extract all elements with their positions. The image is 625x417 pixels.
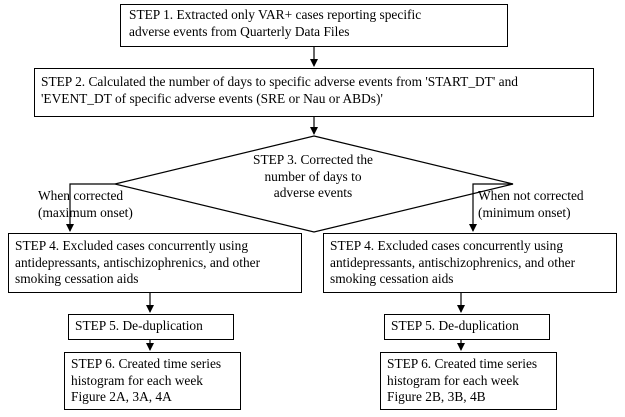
step3-line-2: number of days to — [264, 168, 362, 184]
step4-right-line-3: smoking cessation aids — [330, 271, 454, 286]
step2-box: STEP 2. Calculated the number of days to… — [34, 68, 594, 117]
step1-box: STEP 1. Extracted only VAR+ cases report… — [120, 4, 508, 47]
step6-left-line-2: histogram for each week — [71, 372, 203, 388]
branch-left-label: When corrected (maximum onset) — [38, 188, 133, 221]
step4-right-line-2: antidepressants, antischizophrenics, and… — [330, 254, 576, 270]
step4-left-line-1: STEP 4. Excluded cases concurrently usin… — [15, 238, 249, 253]
step6-right-line-3: Figure 2B, 3B, 4B — [387, 389, 486, 404]
step1-line-1: STEP 1. Extracted only VAR+ cases report… — [129, 7, 422, 22]
step4-right-line-1: STEP 4. Excluded cases concurrently usin… — [330, 238, 564, 253]
arrow-step3-left — [66, 183, 115, 232]
step3-text: STEP 3. Corrected the number of days to … — [220, 152, 406, 202]
arrow-step3-right — [469, 183, 513, 232]
step4-left-box: STEP 4. Excluded cases concurrently usin… — [8, 233, 302, 293]
step5-right-box: STEP 5. De-duplication — [384, 314, 550, 340]
branch-right-line-1: When not corrected — [478, 188, 584, 203]
step4-left-line-2: antidepressants, antischizophrenics, and… — [15, 254, 261, 270]
step6-right-line-2: histogram for each week — [387, 372, 519, 388]
step3-line-1: STEP 3. Corrected the — [253, 152, 373, 167]
step2-line-1: STEP 2. Calculated the number of days to… — [41, 74, 518, 89]
step2-line-2: 'EVENT_DT of specific adverse events (SR… — [41, 90, 383, 106]
step5-left-box: STEP 5. De-duplication — [68, 314, 234, 340]
branch-right-line-2: (minimum onset) — [478, 204, 571, 220]
step6-left-box: STEP 6. Created time series histogram fo… — [64, 352, 241, 410]
step5-left-label: STEP 5. De-duplication — [75, 318, 203, 333]
branch-right-label: When not corrected (minimum onset) — [478, 188, 584, 221]
step6-right-line-1: STEP 6. Created time series — [387, 356, 538, 371]
decision-diamond — [114, 135, 514, 233]
step3-line-3: adverse events — [273, 185, 353, 200]
step6-left-line-1: STEP 6. Created time series — [71, 356, 222, 371]
step6-right-box: STEP 6. Created time series histogram fo… — [380, 352, 557, 410]
step4-left-line-3: smoking cessation aids — [15, 271, 139, 286]
step6-left-line-3: Figure 2A, 3A, 4A — [71, 389, 172, 404]
step5-right-label: STEP 5. De-duplication — [391, 318, 519, 333]
step4-right-box: STEP 4. Excluded cases concurrently usin… — [323, 233, 617, 293]
step1-line-2: adverse events from Quarterly Data Files — [129, 23, 350, 39]
branch-left-line-2: (maximum onset) — [38, 204, 133, 220]
branch-left-line-1: When corrected — [38, 188, 124, 203]
